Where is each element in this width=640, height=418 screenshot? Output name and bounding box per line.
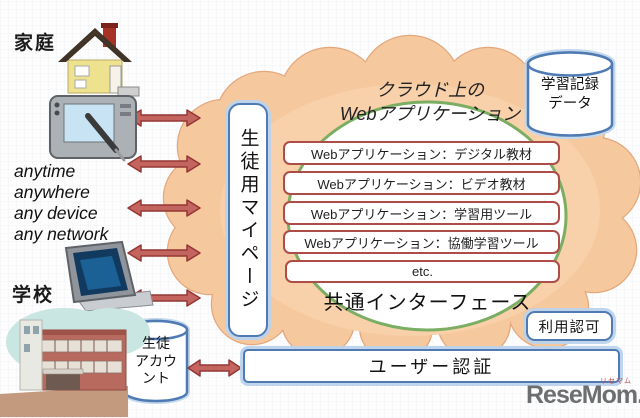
- access-note: anytime: [14, 161, 76, 181]
- learning-record-line: 学習記録: [541, 77, 599, 93]
- learning-record-line: データ: [548, 96, 592, 112]
- web-app-row: Webアプリケーション：ビデオ教材: [283, 171, 560, 195]
- web-app-row: Webアプリケーション：学習用ツール: [283, 201, 560, 225]
- cloud-title-line1: クラウド上の: [376, 80, 484, 100]
- user-authentication-box: ユーザー認証: [243, 349, 620, 383]
- learning-record-db-icon: [524, 49, 616, 139]
- resemom-watermark-text: ReseMom.: [526, 381, 640, 409]
- student-account-db-label: 生徒 アカウ ント: [122, 335, 190, 388]
- common-interface-label: 共通インターフェース: [323, 292, 532, 314]
- sync-arrow-icon: [187, 359, 242, 377]
- sync-arrow-icon: [127, 244, 201, 262]
- access-note: anywhere: [14, 182, 90, 202]
- sync-arrow-icon: [127, 109, 201, 127]
- web-app-row: Webアプリケーション：デジタル教材: [283, 141, 560, 165]
- student-mypage-box: 生徒用マイページ: [228, 103, 268, 337]
- usage-authorization-box: 利用認可: [526, 311, 613, 341]
- school-building-icon: [0, 308, 150, 417]
- house-icon: [58, 23, 140, 97]
- student-mypage-label: 生徒用マイページ: [237, 128, 259, 312]
- access-note: any device: [14, 203, 98, 223]
- resemom-watermark: リセマム ReseMom.: [526, 378, 640, 410]
- tablet-pc-icon: [64, 240, 154, 312]
- sync-arrow-icon: [127, 199, 201, 217]
- student-account-line: ント: [142, 370, 170, 386]
- school-label: 学校: [12, 285, 55, 306]
- resemom-watermark-ruby: リセマム: [600, 378, 632, 385]
- cloud-title: クラウド上の Webアプリケーション: [298, 78, 562, 126]
- access-notes: anytime anywhere any device any network: [14, 161, 108, 245]
- web-app-row: Webアプリケーション：協働学習ツール: [283, 230, 560, 254]
- home-label: 家庭: [14, 33, 57, 54]
- web-app-row-etc: etc.: [285, 260, 560, 283]
- cloud-title-line2: Webアプリケーション: [339, 104, 521, 124]
- user-authentication-label: ユーザー認証: [368, 357, 495, 377]
- pen-tablet-icon: [49, 95, 137, 162]
- learning-record-db-label: 学習記録 データ: [528, 76, 612, 114]
- student-account-line: アカウ: [135, 352, 177, 369]
- sync-arrow-icon: [127, 155, 201, 173]
- usage-authorization-label: 利用認可: [538, 319, 601, 336]
- student-account-line: 生徒: [142, 335, 170, 351]
- access-note: any network: [14, 224, 109, 244]
